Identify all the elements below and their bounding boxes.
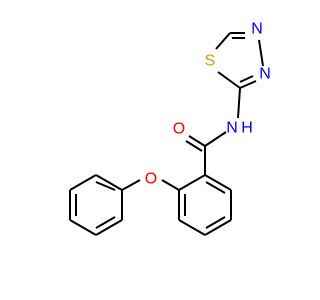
- bond-p5-p6-inner: [95, 216, 116, 229]
- bond-p4-p5: [69, 219, 97, 236]
- atom-label-o-carbonyl: O: [173, 121, 185, 138]
- amide-linkage: [185, 87, 241, 175]
- molecule-canvas: S N N N H O O: [69, 20, 271, 236]
- bond-carbonyl-o-double: [185, 140, 203, 152]
- bond-s-c5: [215, 32, 231, 50]
- bond-b3-b4: [204, 219, 232, 236]
- atom-label-h-amide: H: [241, 120, 253, 137]
- bond-b6-o: [161, 179, 180, 191]
- benzamide-ring: [178, 174, 232, 236]
- bond-n4-n3: [258, 39, 264, 67]
- bond-o-phenyl: [121, 179, 141, 191]
- bond-p2-p3: [69, 174, 97, 191]
- bond-n3-c2-double: [239, 75, 254, 83]
- bond-c2-s: [217, 71, 241, 89]
- bond-c2-nh: [237, 87, 241, 119]
- atom-labels: S N N N H O O: [145, 21, 271, 188]
- bond-p1-p2-inner: [95, 181, 116, 191]
- atom-label-n3: N: [259, 66, 271, 83]
- atom-label-n-amide: N: [226, 120, 238, 137]
- bond-b1-b2-inner: [205, 181, 226, 194]
- bond-nh-carbonyl: [204, 131, 227, 147]
- thiadiazole-ring: [215, 32, 264, 89]
- bond-n3-c2: [239, 80, 257, 89]
- bond-b3-b4-inner: [205, 216, 226, 229]
- atom-label-o-ether: O: [145, 171, 157, 188]
- bond-b1-b2: [204, 174, 232, 191]
- atom-label-s: S: [205, 53, 216, 70]
- bond-p5-p6: [95, 219, 123, 236]
- bond-b4-b5: [178, 219, 206, 236]
- phenoxy-ring: [69, 174, 123, 236]
- ether-linkage: [121, 179, 180, 191]
- molecule-structure: S N N N H O O: [69, 21, 271, 236]
- atom-label-n4: N: [251, 21, 263, 38]
- bond-b6-b1: [178, 174, 206, 191]
- bond-carbonyl-o: [188, 135, 206, 147]
- bond-p1-p2: [95, 174, 123, 191]
